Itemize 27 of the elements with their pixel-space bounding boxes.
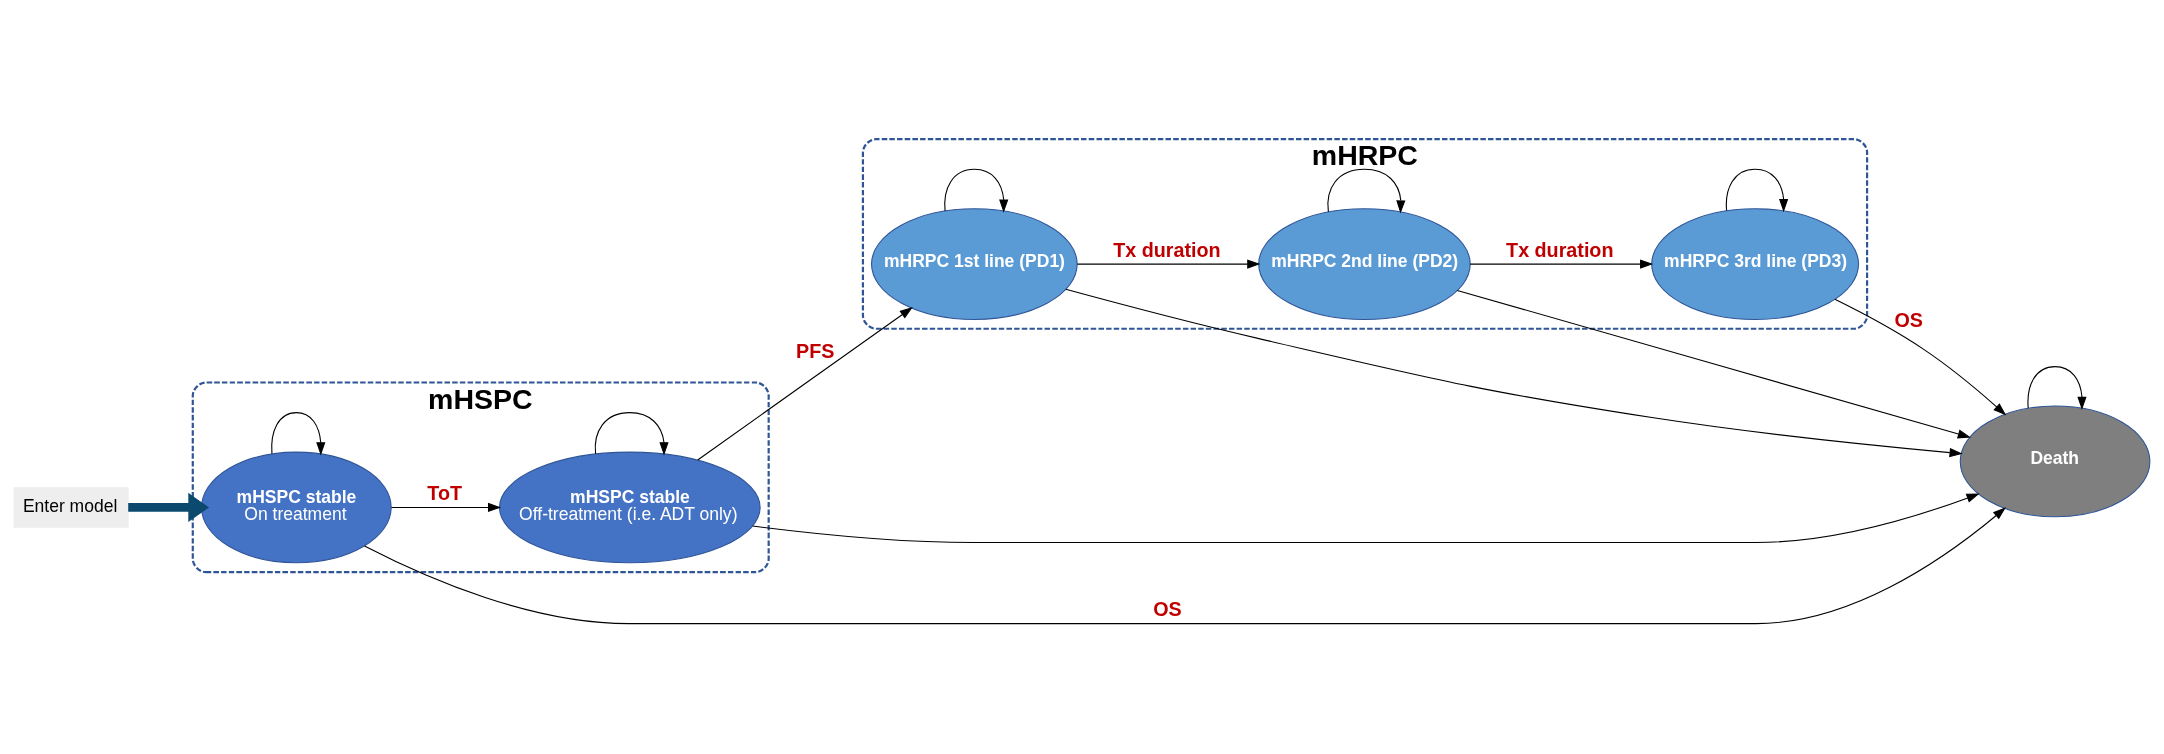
arrow <box>1076 259 1261 269</box>
node-ellipse: mHSPC stable Off-treatment (i.e. ADT only) <box>498 451 761 564</box>
node-ellipse: mHSPC stable On treatment <box>201 451 392 564</box>
arrow <box>1327 168 1406 214</box>
edge-label: OS <box>1153 598 1182 621</box>
arrow <box>2027 366 2087 410</box>
edge-label: PFS <box>796 339 835 362</box>
edge-label: Tx duration <box>1506 238 1614 261</box>
arrow <box>1725 168 1789 213</box>
node-ellipse: mHRPC 2nd line (PD2) <box>1258 208 1471 320</box>
edge-label: ToT <box>427 482 463 505</box>
arrow <box>1834 298 2007 416</box>
arrow <box>594 412 669 456</box>
arrow <box>1065 288 1963 458</box>
arrow <box>363 507 2006 625</box>
edge-label: OS <box>1894 309 1923 332</box>
node-box: Enter model <box>13 487 129 528</box>
arrow <box>390 502 502 513</box>
node-ellipse: mHRPC 3rd line (PD3) <box>1651 208 1860 320</box>
arrow <box>1469 259 1654 269</box>
arrow <box>128 492 210 522</box>
arrow <box>271 412 326 456</box>
arrow <box>752 493 1980 544</box>
edge-label: Tx duration <box>1113 238 1221 261</box>
arrow <box>1456 289 1971 439</box>
arrow <box>697 307 913 461</box>
arrow <box>944 168 1009 213</box>
